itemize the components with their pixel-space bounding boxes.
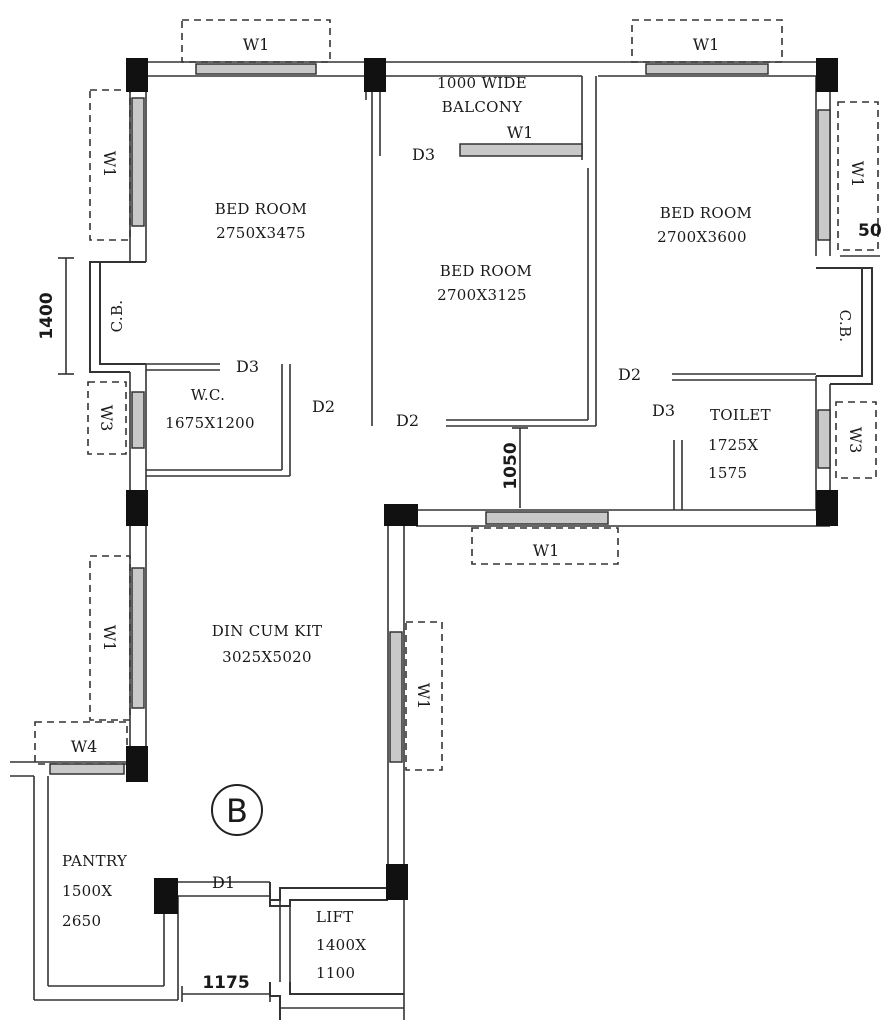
din-name: DIN CUM KIT [212, 622, 323, 640]
pantry-size-2: 2650 [62, 912, 101, 930]
d3-wc: D3 [236, 357, 259, 376]
dim-50: 50 [858, 221, 882, 241]
toilet-name: TOILET [710, 406, 771, 424]
lift-size-2: 1100 [316, 964, 355, 982]
bed1-name: BED ROOM [215, 200, 307, 218]
w3-right: W3 [846, 427, 865, 454]
balcony-line1: 1000 WIDE [437, 74, 527, 92]
w4-tag: W4 [71, 737, 98, 756]
d2-bed1: D2 [312, 397, 335, 416]
d1-tag: D1 [212, 873, 235, 892]
w1-bottom: W1 [533, 541, 560, 560]
window-glazing [49, 63, 831, 775]
bed2-size: 2700X3125 [437, 286, 527, 304]
dim-1400: 1400 [37, 292, 57, 339]
cb-left: C.B. [108, 300, 126, 333]
bed3-name: BED ROOM [660, 204, 752, 222]
room-labels: BED ROOM 2750X3475 BED ROOM 2700X3125 BE… [62, 74, 854, 982]
balcony-line2: BALCONY [442, 98, 524, 116]
window-projections [34, 19, 879, 771]
d2-bed3: D2 [618, 365, 641, 384]
columns [126, 58, 838, 914]
dimension-lines [58, 255, 880, 1002]
toilet-size-1: 1725X [708, 436, 758, 454]
w3-left: W3 [97, 405, 116, 432]
lift-name: LIFT [316, 908, 354, 926]
d3-balcony: D3 [412, 145, 435, 164]
w1-right-lower: W1 [414, 683, 433, 710]
lift-size-1: 1400X [316, 936, 366, 954]
bed1-size: 2750X3475 [216, 224, 306, 242]
pantry-size-1: 1500X [62, 882, 112, 900]
din-size: 3025X5020 [222, 648, 312, 666]
unit-marker-label: B [226, 792, 248, 830]
pantry-name: PANTRY [62, 852, 128, 870]
d2-bed2: D2 [396, 411, 419, 430]
w1-top-right: W1 [693, 35, 720, 54]
wc-size: 1675X1200 [165, 414, 255, 432]
dim-1175: 1175 [202, 973, 249, 993]
w1-right-upper: W1 [848, 161, 867, 188]
w1-balcony: W1 [507, 123, 534, 142]
w1-left-upper: W1 [100, 151, 119, 178]
dimension-text: 1400 1050 1175 50 [37, 221, 882, 993]
w1-top-left: W1 [243, 35, 270, 54]
opening-tags: W1 W1 W1 W1 W1 W1 W1 W1 W3 W3 W4 D3 D3 D… [71, 35, 867, 892]
toilet-size-2: 1575 [708, 464, 747, 482]
unit-marker-circle [211, 784, 263, 836]
dim-1050: 1050 [501, 442, 521, 489]
wc-name: W.C. [191, 386, 225, 404]
w1-left-lower: W1 [100, 625, 119, 652]
cb-right: C.B. [836, 310, 854, 343]
bed2-name: BED ROOM [440, 262, 532, 280]
d3-toilet: D3 [652, 401, 675, 420]
bed3-size: 2700X3600 [657, 228, 747, 246]
